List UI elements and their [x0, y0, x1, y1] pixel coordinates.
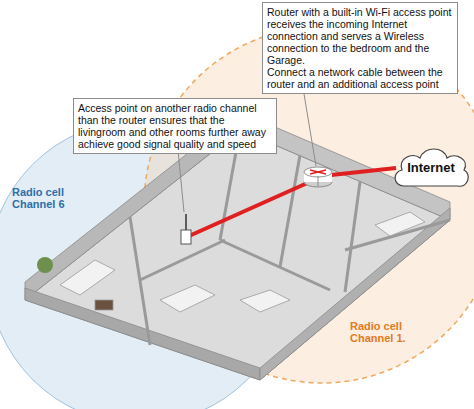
callout-text: Router with a built-in Wi-Fi access poin…	[267, 6, 453, 66]
wall	[260, 208, 450, 380]
radio-cell-label: Radio cell Channel 1.	[350, 320, 430, 344]
router-icon	[304, 167, 332, 187]
cloud-label: Internet	[407, 160, 455, 175]
house-floor	[25, 130, 450, 380]
access-point-icon	[181, 214, 191, 244]
callout-box: Router with a built-in Wi-Fi access poin…	[262, 2, 458, 94]
internet-cable	[322, 168, 396, 176]
internet-cloud: Internet	[390, 142, 472, 192]
furniture	[60, 212, 425, 312]
callout-text: Connect a network cable between the rout…	[267, 66, 453, 90]
leader-line	[178, 150, 184, 212]
network-cable	[189, 180, 314, 236]
callout-box: Access point on another radio channel th…	[73, 98, 277, 154]
plant	[37, 257, 53, 273]
callout-text: Access point on another radio channel th…	[78, 102, 272, 150]
radio-cell-label: Radio cell Channel 6	[12, 186, 82, 210]
